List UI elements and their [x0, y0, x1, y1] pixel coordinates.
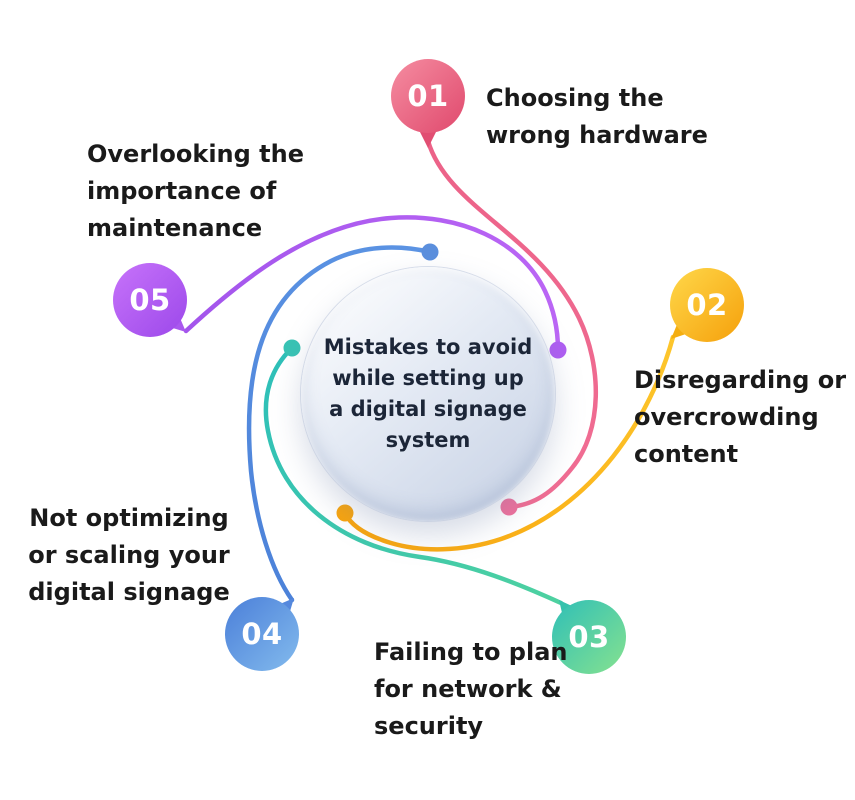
step-02-end-dot [336, 504, 354, 522]
step-04-arc [246, 245, 433, 603]
step-01-arc [425, 138, 599, 510]
step-04-label: Not optimizing or scaling your digital s… [28, 504, 230, 606]
step-02-bubble [670, 268, 744, 342]
step-02-arc [342, 334, 676, 552]
center-circle: Mistakes to avoid while setting up a dig… [301, 267, 555, 521]
step-04-bubble [225, 597, 299, 671]
step-03-label: Failing to plan for network & security [374, 638, 568, 740]
step-05-label: Overlooking the importance of maintenanc… [87, 140, 305, 242]
step-05-bubble [113, 263, 187, 337]
center-title: Mistakes to avoid while setting up a dig… [323, 335, 533, 452]
step-05-arc [183, 215, 561, 353]
step-02-label: Disregarding or overcrowding content [634, 366, 847, 468]
step-03-arc [263, 345, 564, 606]
step-01-label: Choosing the wrong hardware [486, 84, 708, 149]
step-01-bubble [391, 59, 465, 133]
step-03-bubble [552, 600, 626, 674]
step-01-end-dot [500, 498, 518, 516]
step-04-end-dot [421, 243, 439, 261]
step-03-end-dot [283, 339, 301, 357]
step-05-end-dot [549, 341, 567, 359]
